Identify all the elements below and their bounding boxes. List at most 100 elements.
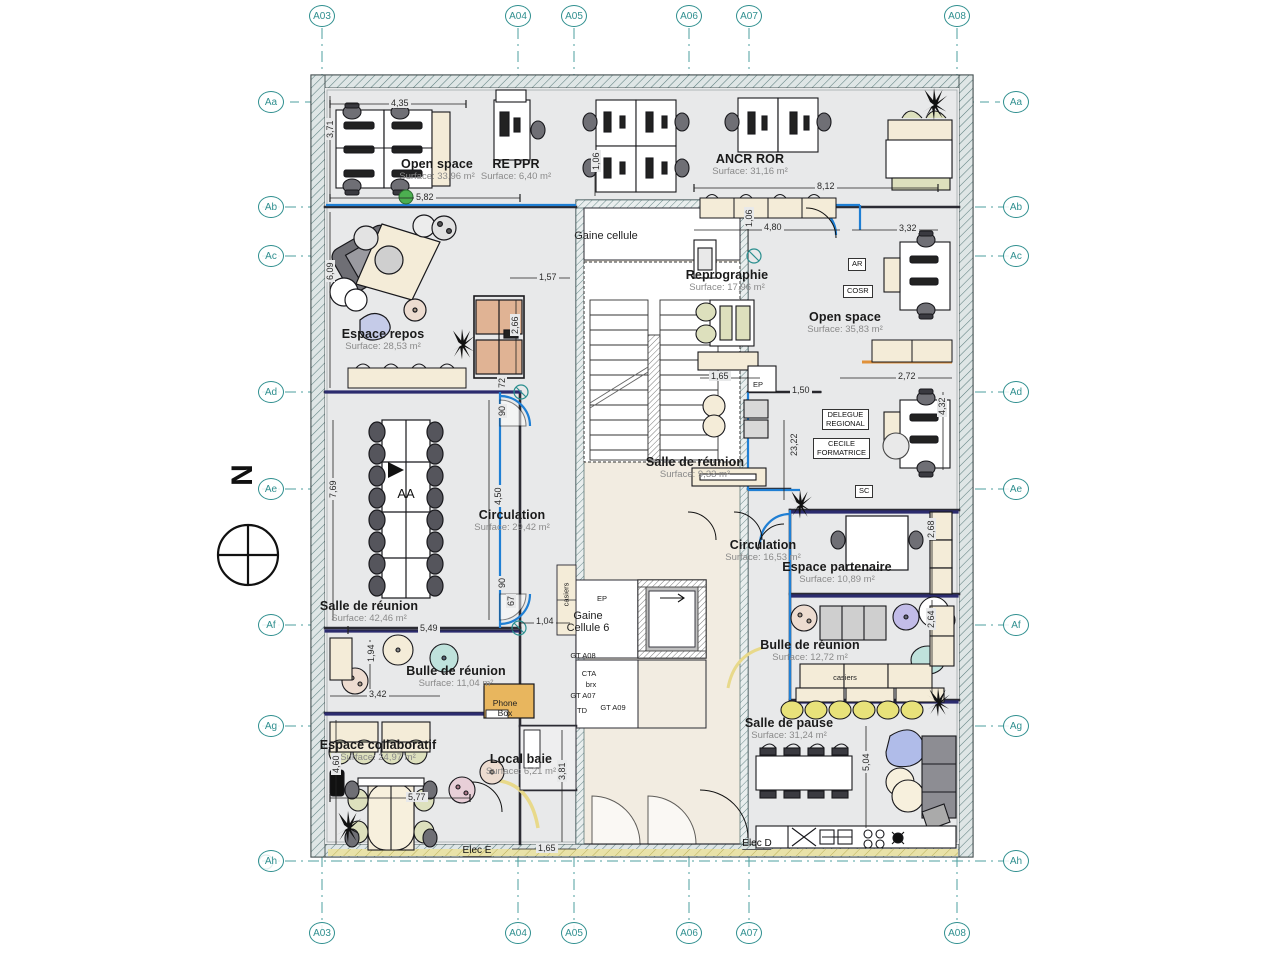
label-brx: brx bbox=[585, 680, 597, 689]
room-area-salle-de-pause: Surface: 31,24 m² bbox=[751, 730, 827, 741]
room-name-espace-partenaire: Espace partenaire bbox=[782, 560, 892, 574]
dimension-32: 5,04 bbox=[861, 751, 871, 773]
dimension-26: 23,22 bbox=[789, 431, 799, 458]
grid-bubble-right-ac: Ac bbox=[1003, 245, 1029, 267]
room-area-ancr-ror: Surface: 31,16 m² bbox=[712, 166, 788, 177]
grid-bubble-right-ah: Ah bbox=[1003, 850, 1029, 872]
dimension-18: 2,66 bbox=[510, 314, 520, 336]
room-area-open-space-ne: Surface: 35,83 m² bbox=[807, 324, 883, 335]
grid-bubble-left-ab: Ab bbox=[258, 196, 284, 218]
room-name-salle-reunion-c: Salle de réunion bbox=[645, 455, 745, 469]
dimension-16: 1,06 bbox=[591, 150, 601, 172]
room-area-bulle-reunion-ouest: Surface: 11,04 m² bbox=[418, 678, 494, 689]
name-tag-cosr-1: COSR bbox=[847, 286, 869, 295]
room-name-bulle-reunion-est: Bulle de réunion bbox=[760, 638, 860, 652]
grid-bubble-bottom-a04: A04 bbox=[505, 922, 531, 944]
room-name-open-space-nw: Open space bbox=[401, 157, 473, 171]
name-tag-cecile-formatrice-1: CECILE bbox=[827, 439, 856, 448]
dimension-13: 1,65 bbox=[536, 843, 558, 853]
room-name-salle-de-pause: Salle de pause bbox=[744, 716, 834, 730]
dimension-9: 5,49 bbox=[418, 623, 440, 633]
room-area-circulation-est: Surface: 16,53 m² bbox=[725, 552, 801, 563]
dimension-23: 4,50 bbox=[493, 485, 503, 507]
room-area-bulle-reunion-est: Surface: 12,72 m² bbox=[772, 652, 848, 663]
grid-bubble-top-a03: A03 bbox=[309, 5, 335, 27]
room-name-bulle-reunion-ouest: Bulle de réunion bbox=[406, 664, 506, 678]
name-tag-delegue-regional-1: DELEGUE bbox=[827, 410, 864, 419]
name-tag-delegue-regional-2: REGIONAL bbox=[826, 418, 865, 428]
shaft-text-gaine-cellule: Gaine cellule bbox=[574, 230, 638, 242]
name-tag-cosr: COSR bbox=[843, 285, 873, 298]
dimension-5: 3,32 bbox=[897, 223, 919, 233]
dimension-27: 2,68 bbox=[926, 518, 936, 540]
room-area-espace-repos: Surface: 28,53 m² bbox=[345, 341, 421, 352]
room-area-reprographie: Surface: 17,96 m² bbox=[689, 282, 765, 293]
label-casiers-west: casiers bbox=[561, 582, 571, 607]
label-phone-box-1: Phone bbox=[492, 698, 518, 708]
dimension-12: 5,77 bbox=[406, 792, 428, 802]
room-area-circulation-ouest: Surface: 29,42 m² bbox=[474, 522, 550, 533]
label-td: TD bbox=[577, 706, 587, 715]
grid-bubble-bottom-a07: A07 bbox=[736, 922, 762, 944]
grid-bubble-left-ag: Ag bbox=[258, 715, 284, 737]
name-tag-cecile-formatrice-2: FORMATRICE bbox=[817, 447, 867, 457]
name-tag-sc: SC bbox=[855, 485, 874, 498]
grid-bubble-right-ad: Ad bbox=[1003, 381, 1029, 403]
grid-bubble-left-aa: Aa bbox=[258, 91, 284, 113]
dimension-30: 4,60 bbox=[331, 753, 341, 775]
shaft-label-gaine-cellule: Gaine cellule bbox=[574, 230, 638, 242]
name-tag-ar: AR bbox=[848, 258, 867, 271]
dimension-11: 3,42 bbox=[367, 689, 389, 699]
grid-bubble-top-a07: A07 bbox=[736, 5, 762, 27]
dimension-8: 1,65 bbox=[709, 371, 731, 381]
dimension-15: 6,09 bbox=[325, 260, 335, 282]
dimension-1: 5,82 bbox=[414, 192, 436, 202]
grid-bubble-right-af: Af bbox=[1003, 614, 1029, 636]
room-name-reprographie: Reprographie bbox=[685, 268, 769, 282]
grid-bubble-right-aa: Aa bbox=[1003, 91, 1029, 113]
dimension-17: 1,06 bbox=[744, 207, 754, 229]
grid-bubble-right-ae: Ae bbox=[1003, 478, 1029, 500]
grid-bubble-left-ae: Ae bbox=[258, 478, 284, 500]
dimension-14: 3,71 bbox=[325, 118, 335, 140]
dimension-21: 90 bbox=[497, 575, 507, 590]
room-name-ancr-ror: ANCR ROR bbox=[715, 152, 785, 166]
dimension-20: 90 bbox=[497, 403, 507, 418]
label-cta: CTA bbox=[581, 669, 597, 678]
grid-bubble-right-ab: Ab bbox=[1003, 196, 1029, 218]
dimension-10: 1,04 bbox=[534, 616, 556, 626]
dimension-3: 8,12 bbox=[815, 181, 837, 191]
grid-bubble-left-ac: Ac bbox=[258, 245, 284, 267]
room-area-local-baie: Surface: 6,21 m² bbox=[485, 766, 557, 777]
label-ep-rep: EP bbox=[752, 380, 764, 389]
room-area-open-space-nw: Surface: 33,96 m² bbox=[399, 171, 475, 182]
label-aa-table: AA bbox=[397, 486, 415, 501]
room-name-circulation-est: Circulation bbox=[729, 538, 797, 552]
label-gt-a07: GT A07 bbox=[570, 691, 596, 700]
room-area-salle-reunion-c: Surface: 9,33 m² bbox=[659, 469, 731, 480]
dimension-2: 1,57 bbox=[537, 272, 559, 282]
dimension-19: 72 bbox=[497, 375, 507, 390]
room-name-salle-reunion-aa: Salle de réunion bbox=[319, 599, 419, 613]
room-name-re-ppr: RE PPR bbox=[492, 157, 540, 171]
label-ep-shaft: EP bbox=[596, 594, 608, 603]
room-name-espace-collaboratif: Espace collaboratif bbox=[319, 738, 437, 752]
